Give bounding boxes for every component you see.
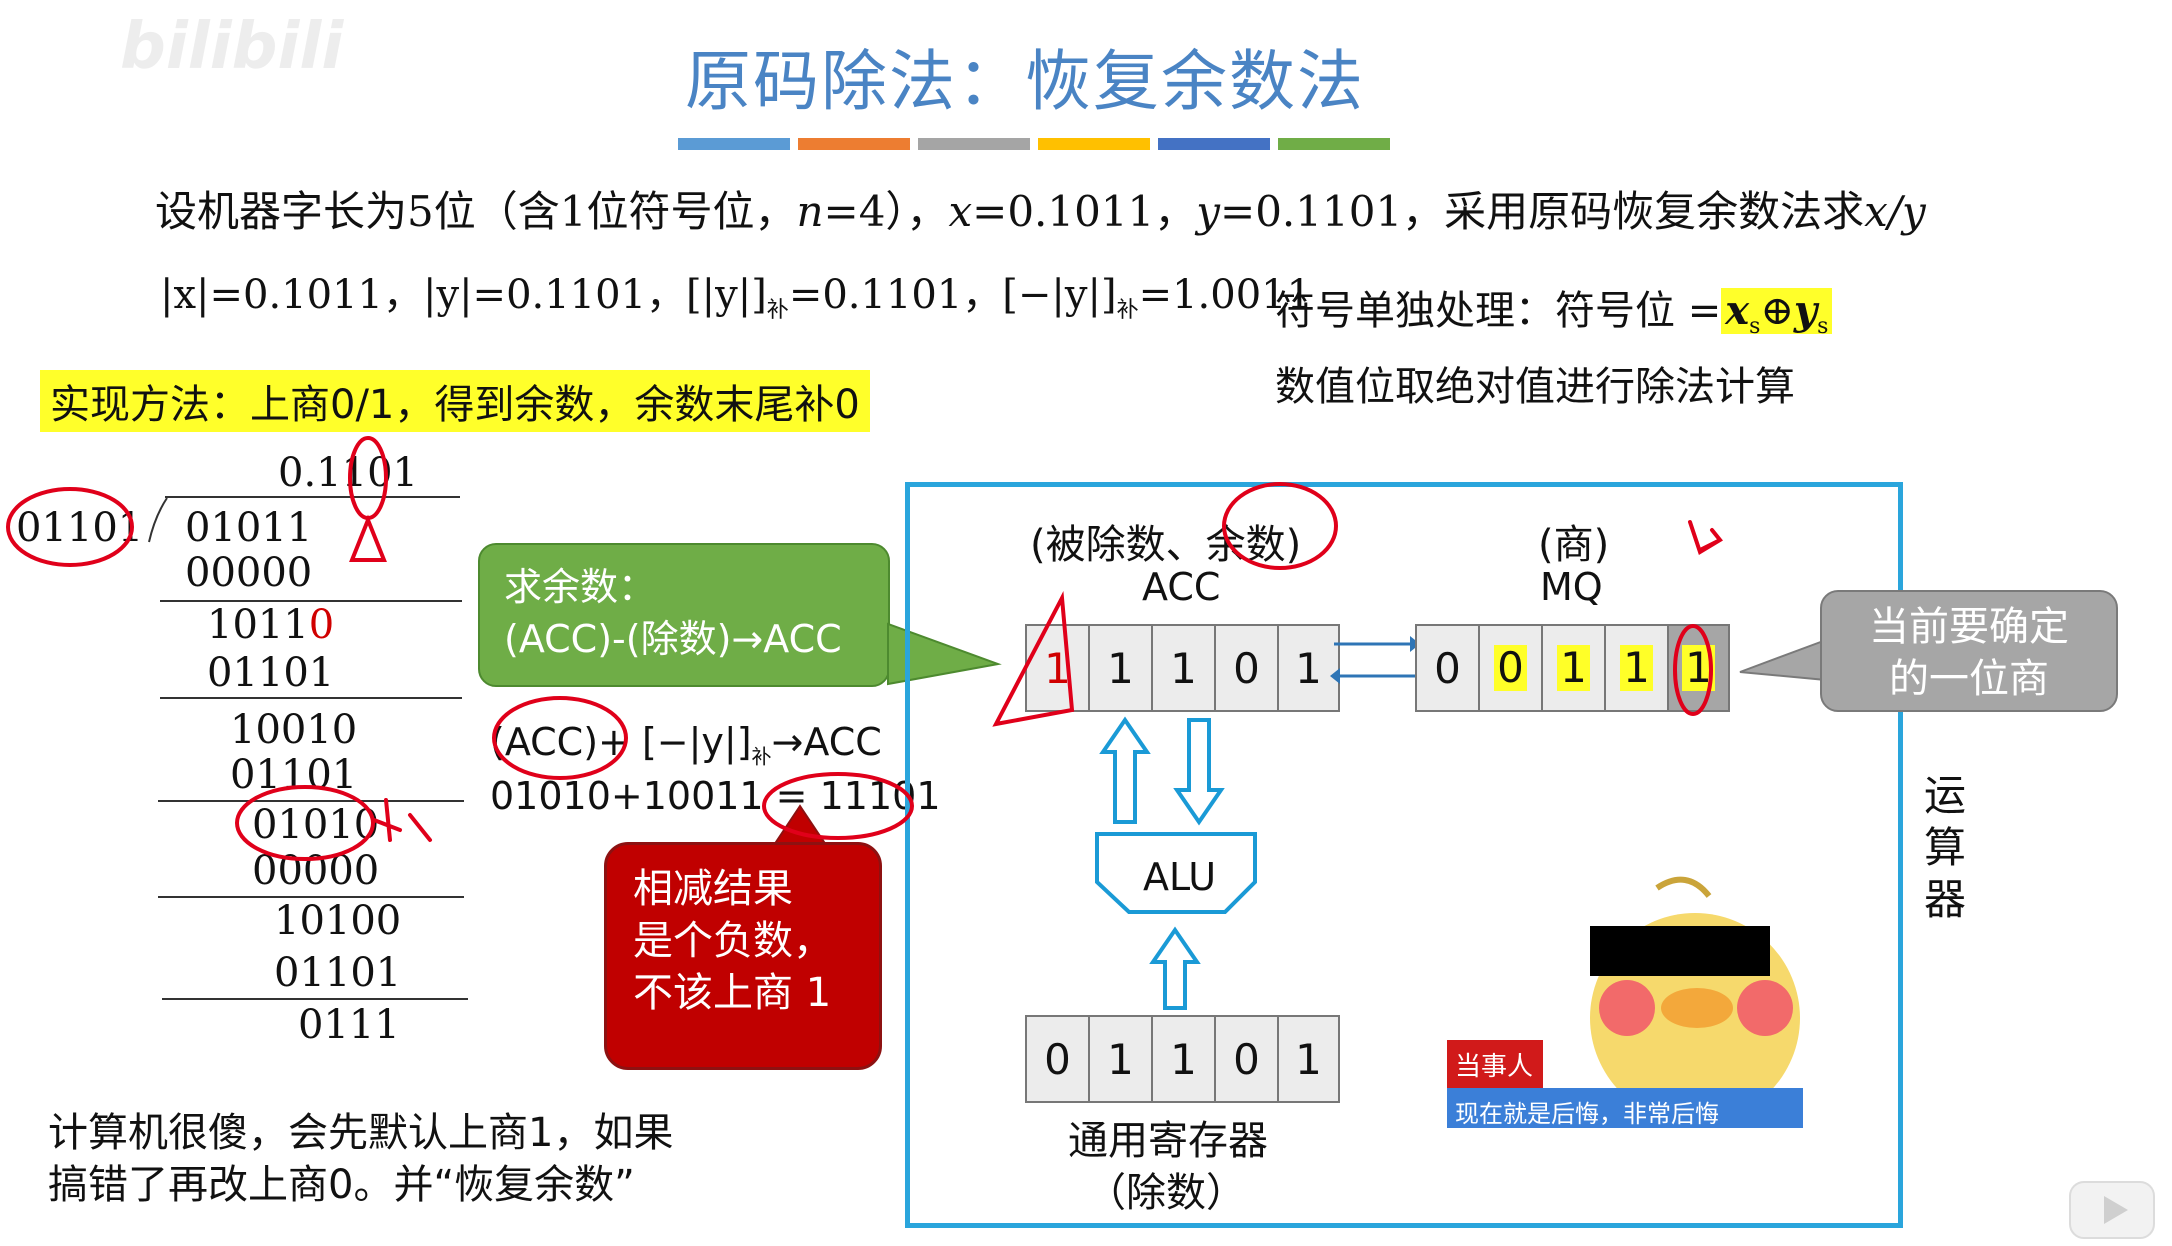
red-callout: 相减结果 是个负数， 不该上商 1	[604, 842, 882, 1070]
div-row-10: 01101	[274, 950, 402, 996]
mq-register-name: MQ	[1540, 565, 1603, 609]
division-bracket	[148, 497, 168, 543]
div-row-11: 0111	[298, 1002, 400, 1048]
abs-y: |y|=0.1101，	[423, 272, 687, 318]
y-value: =0.1101，采用原码恢复余数法求	[1220, 187, 1865, 236]
red-callout-line-1: 相减结果	[633, 866, 793, 912]
note-line-2: 搞错了再改上商0。并“恢复余数”	[48, 1162, 635, 1208]
gray-callout-line-1: 当前要确定	[1869, 604, 2069, 650]
color-segment-2	[798, 138, 910, 150]
div-row-2: 00000	[185, 550, 313, 596]
division-rule	[160, 600, 462, 602]
mq-bit: 1	[1541, 624, 1604, 712]
division-rule	[158, 800, 464, 802]
gpr-label: 通用寄存器	[1068, 1118, 1268, 1164]
var-y: y	[1196, 187, 1221, 236]
division-rule	[158, 896, 464, 898]
red-callout-line-2: 是个负数，	[633, 918, 833, 964]
neg-y-complement: [−|y|]	[1002, 272, 1117, 318]
mq-bit: 0	[1415, 624, 1478, 712]
var-x-over-y: x/y	[1864, 187, 1926, 236]
mq-bit: 0	[1478, 624, 1541, 712]
neg-complement-subscript: 补	[1116, 298, 1139, 323]
gray-callout: 当前要确定 的一位商	[1820, 590, 2118, 712]
meme-caption: 现在就是后悔，非常后悔	[1455, 1100, 1719, 1128]
mq-bit: 1	[1604, 624, 1667, 712]
page-title: 原码除法：恢复余数法	[685, 43, 1365, 120]
div-row-5: 10010	[230, 707, 358, 753]
arithmetic-unit-box	[905, 482, 1903, 1228]
meme-image: 当事人 现在就是后悔，非常后悔	[1447, 868, 1807, 1130]
gpr-register: 0 1 1 0 1	[1025, 1015, 1340, 1103]
gpr-bit: 0	[1214, 1015, 1277, 1103]
color-segment-5	[1158, 138, 1270, 150]
sign-rule-text: 符号单独处理：符号位 =	[1275, 288, 1722, 334]
mq-register: 0 0 1 1 1	[1415, 624, 1730, 712]
var-n: n	[796, 187, 824, 236]
div-row-9: 10100	[274, 898, 402, 944]
method-highlight: 实现方法：上商0/1，得到余数，余数末尾补0	[40, 370, 870, 432]
magnitude-rule: 数值位取绝对值进行除法计算	[1275, 364, 1795, 410]
side-label: 运 算 器	[1923, 771, 1966, 924]
problem-statement: 设机器字长为5位（含1位符号位，n=4），x=0.1011，y=0.1101，采…	[155, 178, 1926, 239]
note-line-1: 计算机很傻，会先默认上商1，如果	[48, 1110, 674, 1156]
gpr-sublabel: （除数）	[1086, 1170, 1246, 1216]
alu-label: ALU	[1143, 855, 1217, 899]
sign-rule: 符号单独处理：符号位 =xs⊕ys	[1275, 278, 1833, 339]
divisor: 01101	[16, 505, 144, 551]
duck-meme-icon	[1447, 868, 1807, 1130]
acc-bit: 1	[1088, 624, 1151, 712]
abs-x: |x|=0.1011，	[160, 272, 423, 318]
color-segment-1	[678, 138, 790, 150]
x-value: =0.1011，	[972, 187, 1197, 236]
division-rule	[160, 697, 462, 699]
y-complement-value: =0.1101，	[788, 272, 1003, 318]
gpr-bit: 1	[1151, 1015, 1214, 1103]
gpr-bit: 1	[1088, 1015, 1151, 1103]
div-row-4: 01101	[207, 650, 335, 696]
problem-intro: 设机器字长为5位（含1位符号位，	[155, 187, 797, 236]
quotient: 0.1101	[278, 450, 418, 496]
acc-bit: 0	[1214, 624, 1277, 712]
division-rule	[162, 998, 468, 1000]
acc-label: (被除数、余数)	[1030, 522, 1302, 568]
green-callout-line-1: 求余数：	[504, 565, 657, 609]
division-top-rule	[165, 496, 460, 498]
sign-formula: xs⊕ys	[1721, 287, 1833, 339]
color-segment-4	[1038, 138, 1150, 150]
y-complement: [|y|]	[686, 272, 767, 318]
values-line: |x|=0.1011，|y|=0.1101，[|y|]补=0.1101，[−|y…	[160, 262, 1312, 324]
red-callout-line-3: 不该上商 1	[633, 970, 832, 1016]
div-row-1: 01011	[185, 505, 313, 551]
neg-y-complement-value: =1.0011	[1138, 272, 1313, 318]
acc-register-name: ACC	[1142, 565, 1221, 609]
acc-register: 1 1 1 0 1	[1025, 624, 1340, 712]
gpr-bit: 1	[1277, 1015, 1340, 1103]
green-callout: 求余数： (ACC)-(除数)→ACC	[478, 543, 890, 687]
acc-bit: 1	[1151, 624, 1214, 712]
green-callout-pointer	[887, 622, 1002, 686]
gray-callout-line-2: 的一位商	[1889, 656, 2049, 702]
var-x: x	[948, 187, 973, 236]
acc-bit: 1	[1277, 624, 1340, 712]
color-segment-6	[1278, 138, 1390, 150]
gpr-bit: 0	[1025, 1015, 1088, 1103]
calc-line-2: 01010+10011 = 11101	[490, 774, 941, 818]
n-value: =4），	[823, 187, 949, 236]
meme-tag: 当事人	[1455, 1052, 1534, 1082]
complement-subscript: 补	[766, 298, 789, 323]
title-color-bar	[678, 138, 1390, 150]
div-row-3: 10110	[207, 602, 335, 648]
color-segment-3	[918, 138, 1030, 150]
play-button-icon[interactable]	[2068, 1180, 2158, 1240]
green-callout-line-2: (ACC)-(除数)→ACC	[504, 617, 842, 661]
bilibili-watermark: bilibili	[120, 10, 344, 84]
mq-label: (商)	[1538, 522, 1610, 568]
div-row-7: 01010	[252, 802, 380, 848]
alu-diagram	[1095, 716, 1257, 1010]
